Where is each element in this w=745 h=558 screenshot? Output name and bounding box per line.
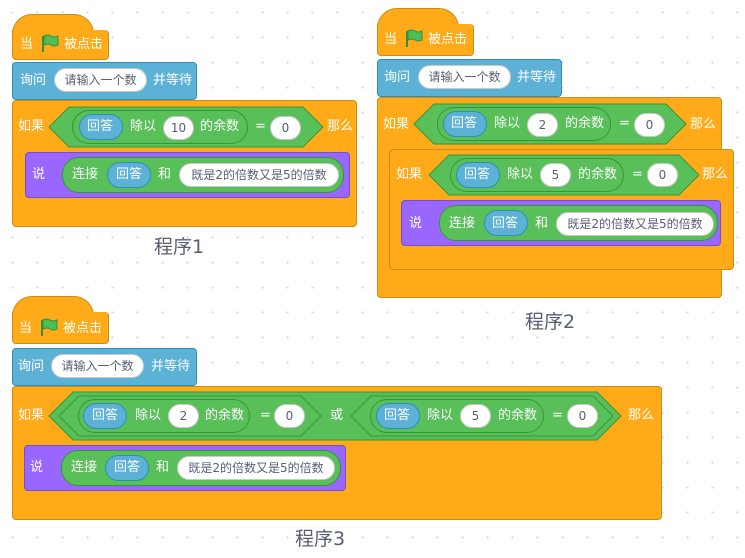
answer-label: 回答 [464,167,491,182]
answer-label: 回答 [114,460,141,475]
wait-label: 并等待 [517,70,557,85]
then-label: 那么 [690,117,717,132]
ask-label: 询问 [18,359,45,374]
divide-label: 除以 [427,408,454,423]
answer-label: 回答 [451,116,478,131]
and-label: 和 [156,460,170,475]
answer-reporter[interactable] [456,162,500,188]
join-text-input[interactable]: 既是2的倍数又是5的倍数 [556,212,714,236]
green-flag-icon [42,34,59,52]
say-label: 说 [409,216,423,231]
remainder-label: 的余数 [200,119,240,134]
ask-prompt-input[interactable]: 请输入一个数 [418,65,511,89]
say-label: 说 [30,460,44,475]
answer-reporter[interactable] [484,210,528,236]
when-label: 当 [20,37,34,52]
divide-label: 除以 [135,408,162,423]
join-text-input[interactable]: 既是2的倍数又是5的倍数 [177,456,335,480]
wait-label: 并等待 [151,359,191,374]
green-flag-icon [41,318,58,336]
divisor-input[interactable]: 2 [527,113,558,137]
if-label: 如果 [18,408,45,423]
clicked-label: 被点击 [63,321,103,336]
zero-input[interactable]: 0 [567,404,598,428]
then-label: 那么 [702,167,729,182]
when-label: 当 [19,321,33,336]
answer-reporter[interactable] [376,403,420,429]
remainder-label: 的余数 [205,408,245,423]
green-flag-icon [406,29,423,47]
remainder-label: 的余数 [578,167,618,182]
then-label: 那么 [327,119,354,134]
zero-input[interactable]: 0 [274,404,305,428]
equals-label: = [632,167,643,182]
clicked-label: 被点击 [64,37,104,52]
remainder-label: 的余数 [565,116,605,131]
join-text-input[interactable]: 既是2的倍数又是5的倍数 [179,163,339,187]
and-label: 和 [158,167,172,182]
ask-label: 询问 [384,70,411,85]
clicked-label: 被点击 [428,32,468,47]
answer-reporter[interactable] [107,162,151,188]
answer-label: 回答 [87,119,114,134]
equals-label: = [552,408,563,423]
wait-label: 并等待 [153,73,193,88]
or-label: 或 [330,408,344,423]
when-flag-clicked-block[interactable] [12,312,109,344]
equals-label: = [619,116,630,131]
answer-reporter[interactable] [79,114,123,140]
say-label: 说 [32,167,46,182]
answer-label: 回答 [492,216,519,231]
equals-label: = [255,119,266,134]
zero-input[interactable]: 0 [270,116,301,140]
answer-label: 回答 [92,408,119,423]
divisor-input[interactable]: 10 [163,116,194,140]
zero-input[interactable]: 0 [647,163,678,187]
ask-prompt-input[interactable]: 请输入一个数 [51,354,144,378]
divide-label: 除以 [507,167,534,182]
equals-label: = [260,408,271,423]
program-3-caption: 程序3 [295,528,346,550]
zero-input[interactable]: 0 [634,113,665,137]
join-label: 连接 [71,460,98,475]
if-label: 如果 [383,117,410,132]
answer-reporter[interactable] [105,455,149,481]
join-label: 连接 [72,167,99,182]
if-label: 如果 [18,119,45,134]
and-label: 和 [535,216,549,231]
join-label: 连接 [449,216,476,231]
divisor-input[interactable]: 5 [460,404,491,428]
remainder-label: 的余数 [498,408,538,423]
program-2-caption: 程序2 [525,311,576,333]
when-flag-clicked-block[interactable] [377,24,474,56]
ask-label: 询问 [20,73,47,88]
then-label: 那么 [628,408,655,423]
answer-label: 回答 [116,167,143,182]
when-flag-clicked-block[interactable] [12,30,109,60]
divide-label: 除以 [130,119,157,134]
divide-label: 除以 [494,116,521,131]
answer-reporter[interactable] [443,111,487,137]
program-1-caption: 程序1 [154,236,205,258]
answer-label: 回答 [384,408,411,423]
divisor-input[interactable]: 5 [540,163,571,187]
when-label: 当 [384,32,398,47]
ask-prompt-input[interactable]: 请输入一个数 [54,68,147,92]
answer-reporter[interactable] [83,403,127,429]
divisor-input[interactable]: 2 [168,404,199,428]
if-label: 如果 [396,167,423,182]
